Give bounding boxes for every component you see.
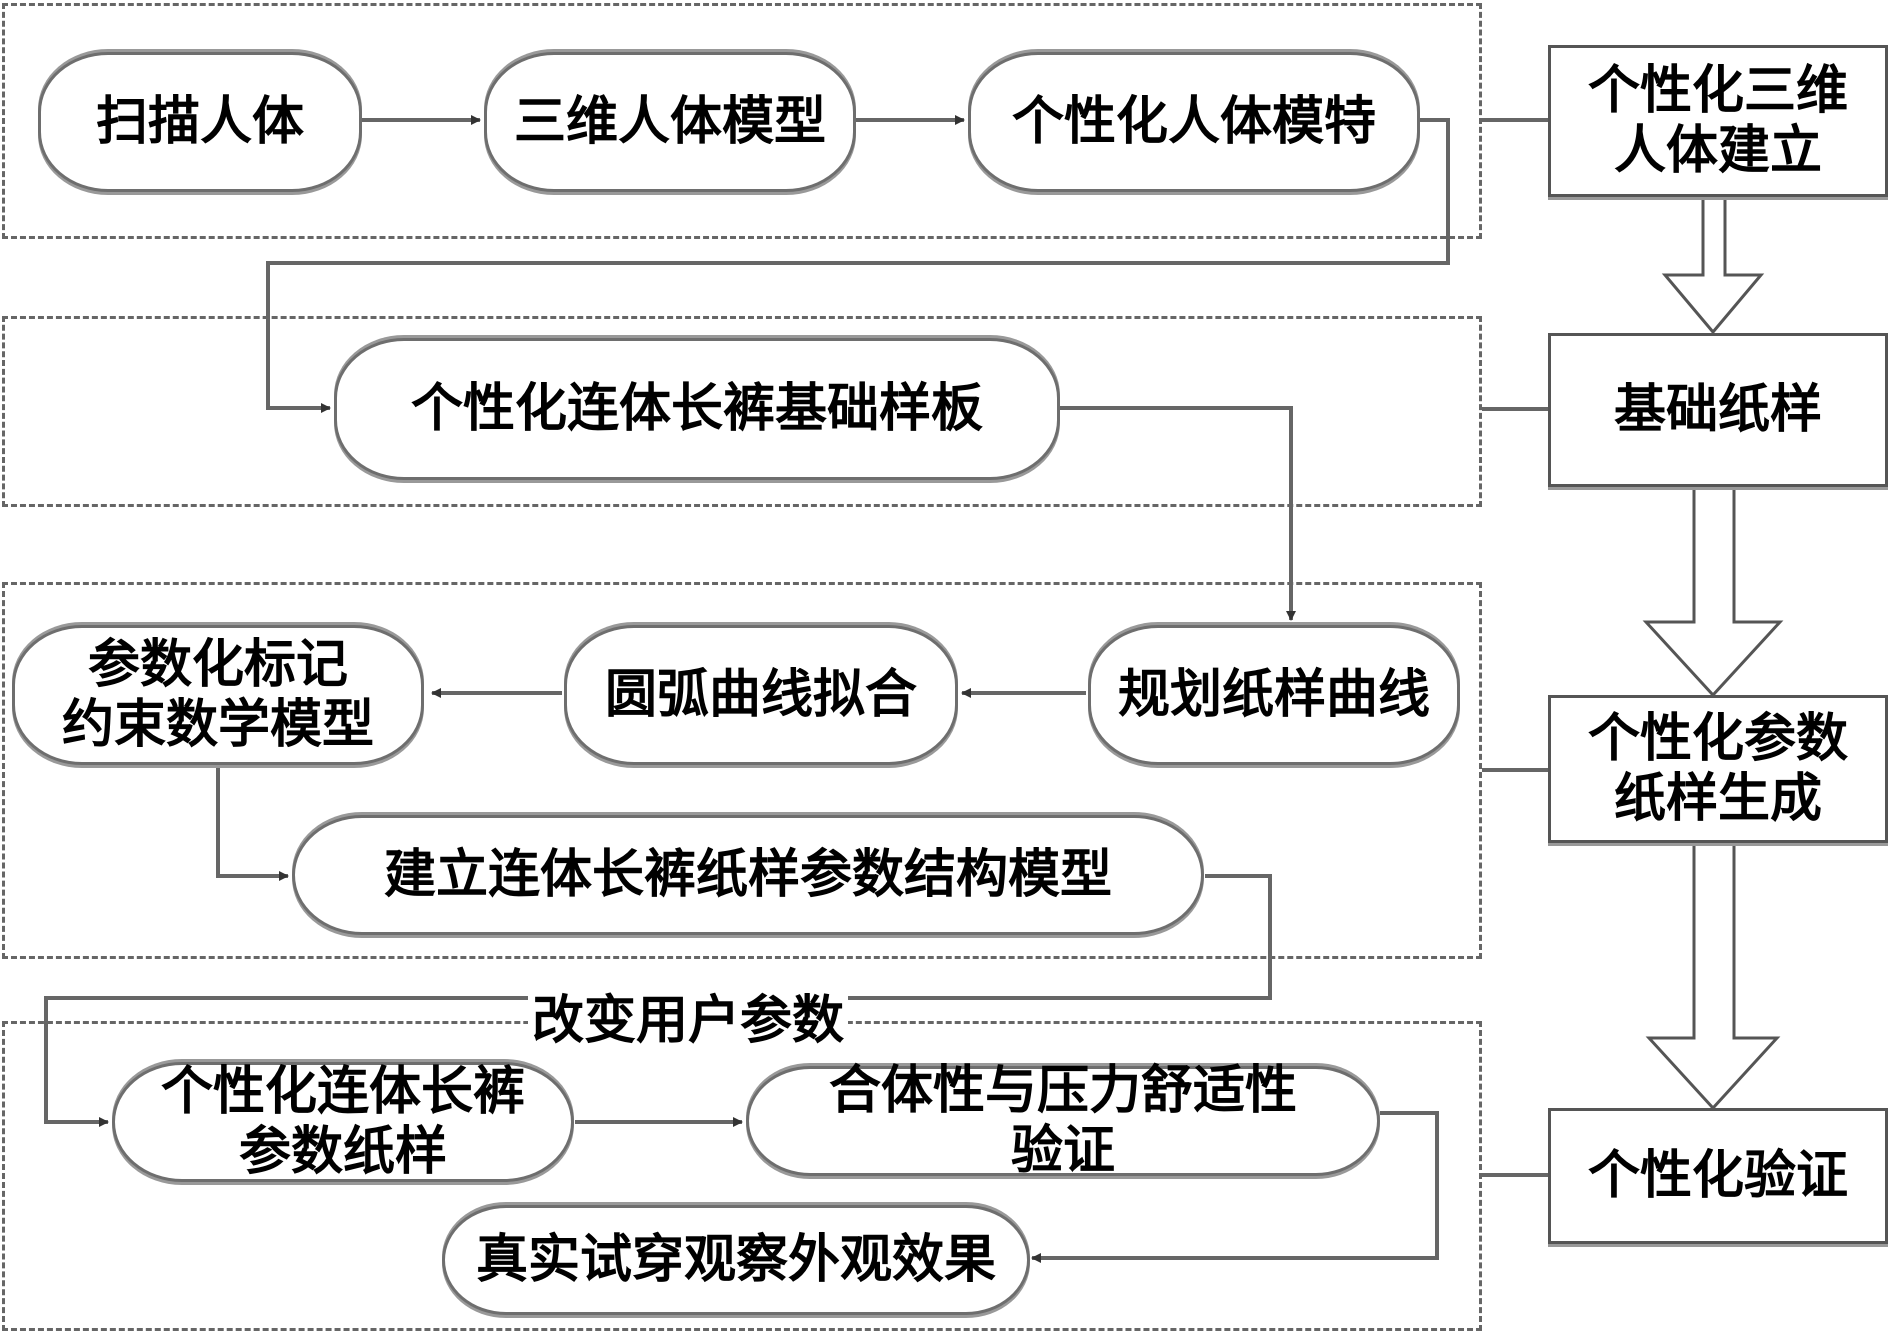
edge-template-to-plan	[1060, 406, 1296, 621]
stage-3d-body-build: 个性化三维 人体建立	[1548, 45, 1888, 197]
parametric-group	[2, 582, 1482, 959]
edge-mannequin-to-template	[266, 118, 1450, 413]
edge-label-change-params: 改变用户参数	[528, 978, 849, 1053]
node-param-pattern: 个性化连体长裤 参数纸样	[112, 1062, 574, 1182]
edge-fit-to-tryon	[1031, 1111, 1439, 1263]
hollow-arrow-2	[1642, 487, 1784, 698]
stage-param-pattern-gen: 个性化参数 纸样生成	[1548, 695, 1888, 843]
node-scan-body: 扫描人体	[38, 52, 362, 192]
node-build-model: 建立连体长裤纸样参数结构模型	[292, 815, 1204, 935]
hollow-arrow-1	[1661, 196, 1765, 335]
stage-validation: 个性化验证	[1548, 1108, 1888, 1244]
node-custom-mannequin: 个性化人体模特	[968, 52, 1420, 192]
base-pattern-group	[2, 316, 1482, 507]
node-base-template: 个性化连体长裤基础样板	[334, 338, 1060, 480]
node-plan-curve: 规划纸样曲线	[1088, 625, 1460, 765]
node-arc-fit: 圆弧曲线拟合	[564, 625, 958, 765]
node-fit-comfort: 合体性与压力舒适性 验证	[746, 1061, 1380, 1180]
edge-mark-to-build	[216, 765, 289, 881]
stage-base-pattern: 基础纸样	[1548, 333, 1888, 487]
node-param-mark: 参数化标记 约束数学模型	[12, 625, 424, 765]
hollow-arrow-3	[1645, 823, 1781, 1111]
node-3d-model: 三维人体模型	[484, 52, 856, 192]
scan-group	[2, 3, 1482, 239]
node-try-on: 真实试穿观察外观效果	[442, 1205, 1030, 1315]
